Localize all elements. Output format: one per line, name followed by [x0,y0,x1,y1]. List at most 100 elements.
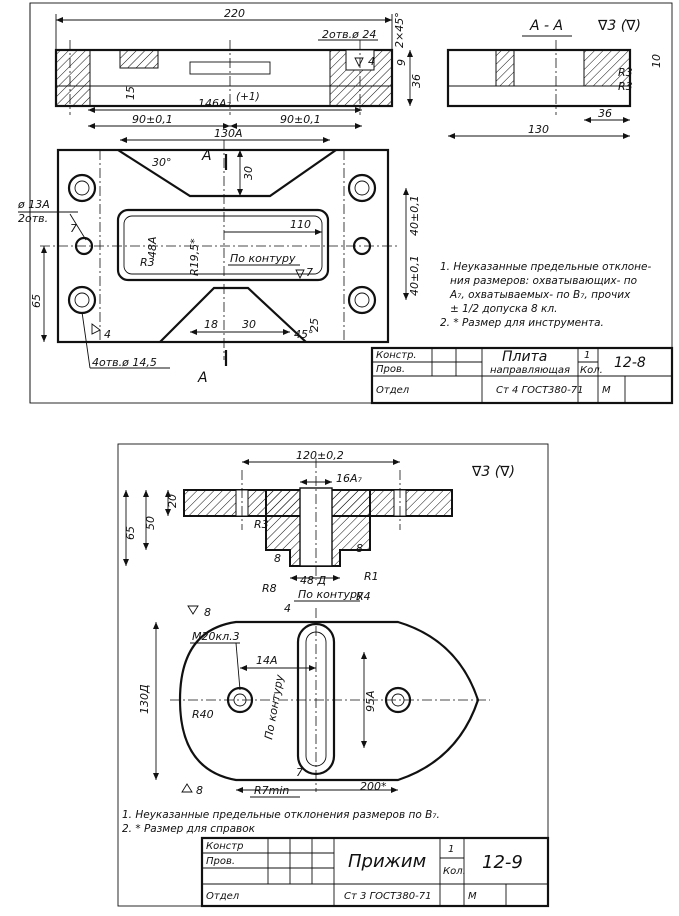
dim-R3-s2: R3 [254,518,269,531]
dim-90b: 90±0,1 [280,113,321,126]
dim-25: 25 [308,318,321,332]
dim-65: 65 [30,294,43,308]
tb2-prov: Пров. [206,856,235,867]
dim-R4: R4 [356,590,371,603]
dim-16A7: 16A₇ [336,472,363,485]
dim-R3: R3 [140,256,155,269]
kontur-s2: По контуру [298,588,364,601]
dim-R19-5: R19,5* [188,238,201,276]
roughness-8a: 8 [274,552,281,565]
dim-40b: 40±0,1 [408,255,421,296]
dim-40a: 40±0,1 [408,195,421,236]
dim-48D: 48 Д [300,574,326,587]
dim-95A: 95A [364,690,377,712]
dim-2x45: 2×45° [393,12,406,48]
roughness-4: 4 [368,55,375,68]
tb2-qty-label: Кол. [443,866,466,877]
tb2-m: М [468,891,477,902]
tb2-name: Прижим [348,851,426,872]
dim-200: 200* [360,780,387,793]
dim-90a: 90±0,1 [132,113,173,126]
tb1-m: М [602,385,611,396]
dim-R3-c: R3 [618,80,633,93]
roughness-8d: 8 [196,784,203,797]
sheet2-plan-view: 8 M20кл.3 14A 130Д 95A R40 По контуру 7 … [138,605,490,798]
tb1-number: 12-8 [614,355,646,371]
tb2-otdel: Отдел [206,891,240,902]
dim-36a: 36 [410,74,423,88]
notes-sheet1: 1. Неуказанные предельные отклоне- ния р… [440,261,651,329]
roughness-sheet1: ∇3 (∇) [597,18,641,34]
dim-4-otv-14-5: 4отв.ø 14,5 [92,356,157,369]
kontur-label: По контуру [230,252,296,265]
dim-7: 7 [70,222,77,235]
dim-R40: R40 [192,708,214,721]
dim-4b: 4 [104,328,111,341]
kontur2-s2: По контуру [262,673,286,740]
roughness-7-s2: 7 [296,766,303,779]
section-mark-a-bottom: A [197,370,208,386]
dim-220: 220 [224,7,245,20]
dim-R3-b: R3 [618,66,633,79]
tb2-konstr: Констр [206,841,243,852]
tb2-qty: 1 [448,844,454,855]
kontur-roughness: 7 [306,266,313,279]
tb2-material: Ст 3 ГОСТ380-71 [344,891,431,902]
dim-R7min: R7min [254,784,289,797]
dim-120: 120±0,2 [296,449,344,462]
top-view-plate: A A 30° 30 110 48A R3 R19,5* По контуру … [17,140,421,386]
dim-30: 30 [242,166,255,180]
dim-15: 15 [124,86,137,100]
dim-110: 110 [290,218,311,231]
dim-2otv: 2отв. [18,212,48,225]
section-mark-a-top: A [201,148,212,164]
tb1-qty-label: Кол. [580,365,603,376]
dim-30b: 30 [242,318,256,331]
dim-14A: 14A [256,654,278,667]
sheet2-note1: 1. Неуказанные предельные отклонения раз… [122,809,440,821]
note1-line3: A₇, охватываемых- по B₇, прочих [449,289,631,301]
roughness-8c: 8 [204,606,211,619]
title-block-sheet2: Констр Пров. Отдел Прижим 1 Кол. 12-9 Ст… [200,836,550,908]
dim-146-tol: (+1) [236,91,260,103]
sheet-12-9: ∇3 (∇) 120±0,2 16A₇ 20 50 65 R3 8 8 R1 [117,443,550,908]
roughness-4-s2: 4 [284,602,291,615]
note1-line4: ± 1/2 допуска 8 кл. [450,303,557,315]
dim-10: 10 [650,54,663,68]
note2: 2. * Размер для инструмента. [440,317,604,329]
note1-line2: ния размеров: охватывающих- по [450,275,637,287]
dim-R1: R1 [364,570,379,583]
section-a-a: А - А ∇3 (∇) R3 R3 10 130 36 [446,18,663,139]
title-block-sheet1: Констр. Пров. Отдел Плита направляющая 1… [370,346,674,405]
tb1-material: Ст 4 ГОСТ380-71 [496,385,583,396]
tb1-konstr: Констр. [376,350,417,361]
dim-30deg: 30° [152,156,172,169]
sheet2-section-view: 120±0,2 16A₇ 20 50 65 R3 8 8 R1 48 Д R8 … [123,449,453,615]
tb1-name: Плита [502,349,547,365]
front-view-plate: 220 2отв.ø 24 2×45° 9 36 4 15 146A₇ (+1)… [54,7,423,143]
dim-9: 9 [395,59,408,66]
sheet2-note2: 2. * Размер для справок [122,823,256,835]
dim-48A: 48A [146,236,159,258]
sheet-12-8: 220 2отв.ø 24 2×45° 9 36 4 15 146A₇ (+1)… [17,2,674,405]
tb2-number: 12-9 [482,852,523,873]
tb1-qty: 1 [584,350,590,361]
dim-M20: M20кл.3 [192,630,240,643]
dim-130D: 130Д [138,684,151,714]
dim-146A7: 146A₇ [198,97,232,110]
roughness-sheet2: ∇3 (∇) [471,464,515,480]
section-title: А - А [529,18,563,34]
dim-R8: R8 [262,582,277,595]
tb1-prov: Пров. [376,364,405,375]
dim-18: 18 [204,318,218,331]
tb1-name2: направляющая [490,365,570,376]
dim-36b: 36 [598,107,612,120]
tb1-otdel: Отдел [376,385,410,396]
dim-2otv-24: 2отв.ø 24 [322,28,376,41]
dim-13A: ø 13A [17,198,50,211]
roughness-8b: 8 [356,542,363,555]
dim-130A: 130A [214,127,243,140]
note1-line1: 1. Неуказанные предельные отклоне- [440,261,651,273]
dim-130: 130 [528,123,549,136]
